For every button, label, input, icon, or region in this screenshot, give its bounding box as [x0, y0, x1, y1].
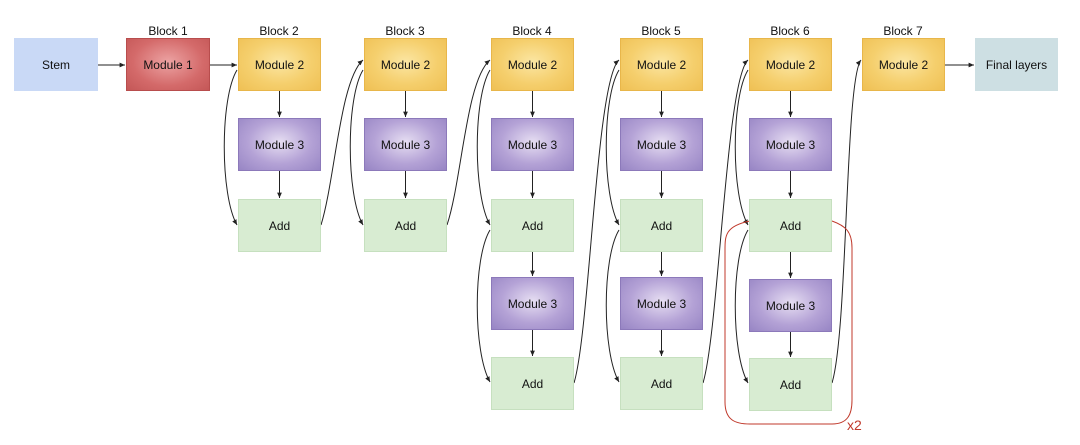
block-4-title: Block 4	[512, 24, 552, 38]
block-4-module-2: Module 2	[491, 38, 574, 91]
block-3-module-3: Module 3	[364, 118, 447, 171]
edge-block-3-to-block-4	[446, 59, 491, 226]
block-5-title: Block 5	[641, 24, 681, 38]
skip-block-6-b	[734, 229, 749, 384]
block-6-add-a: Add	[749, 199, 832, 252]
block-2-add: Add	[238, 199, 321, 252]
block-4-add-a: Add	[491, 199, 574, 252]
final-layers-node: Final layers	[975, 38, 1058, 91]
block-2-module-2: Module 2	[238, 38, 321, 91]
block-5-module-2: Module 2	[620, 38, 703, 91]
edge-block-5-to-block-6	[702, 59, 749, 384]
block-7-title: Block 7	[883, 24, 923, 38]
block-6-module-3-b: Module 3	[749, 279, 832, 332]
block-6-title: Block 6	[770, 24, 810, 38]
block-4-add-b: Add	[491, 357, 574, 410]
repeat-count-label: x2	[847, 417, 862, 433]
block-2-module-3: Module 3	[238, 118, 321, 171]
block-3-module-2: Module 2	[364, 38, 447, 91]
block-4-module-3-a: Module 3	[491, 118, 574, 171]
edge-block-2-to-block-3	[320, 59, 364, 226]
block-6-module-3-a: Module 3	[749, 118, 832, 171]
skip-block-4-a	[476, 69, 491, 226]
block-5-module-3-b: Module 3	[620, 277, 703, 330]
block-1-module-1: Module 1	[126, 38, 210, 91]
block-6-add-b: Add	[749, 358, 832, 411]
skip-block-6-a	[734, 69, 749, 226]
skip-block-3	[349, 69, 364, 226]
block-5-module-3-a: Module 3	[620, 118, 703, 171]
block-7-module-2: Module 2	[862, 38, 945, 91]
skip-block-4-b	[476, 229, 491, 383]
block-6-module-2: Module 2	[749, 38, 832, 91]
block-3-title: Block 3	[385, 24, 425, 38]
block-1-title: Block 1	[148, 24, 188, 38]
block-4-module-3-b: Module 3	[491, 277, 574, 330]
block-5-add-a: Add	[620, 199, 703, 252]
block-5-add-b: Add	[620, 357, 703, 410]
skip-block-2	[223, 69, 238, 226]
block-2-title: Block 2	[259, 24, 299, 38]
skip-block-5-b	[605, 229, 620, 383]
block-3-add: Add	[364, 199, 447, 252]
edge-block-6-to-block-7	[831, 59, 862, 384]
edge-block-4-to-block-5	[573, 59, 620, 384]
stem-node: Stem	[14, 38, 98, 91]
repeat-bracket	[724, 220, 853, 425]
skip-block-5-a	[605, 69, 620, 226]
